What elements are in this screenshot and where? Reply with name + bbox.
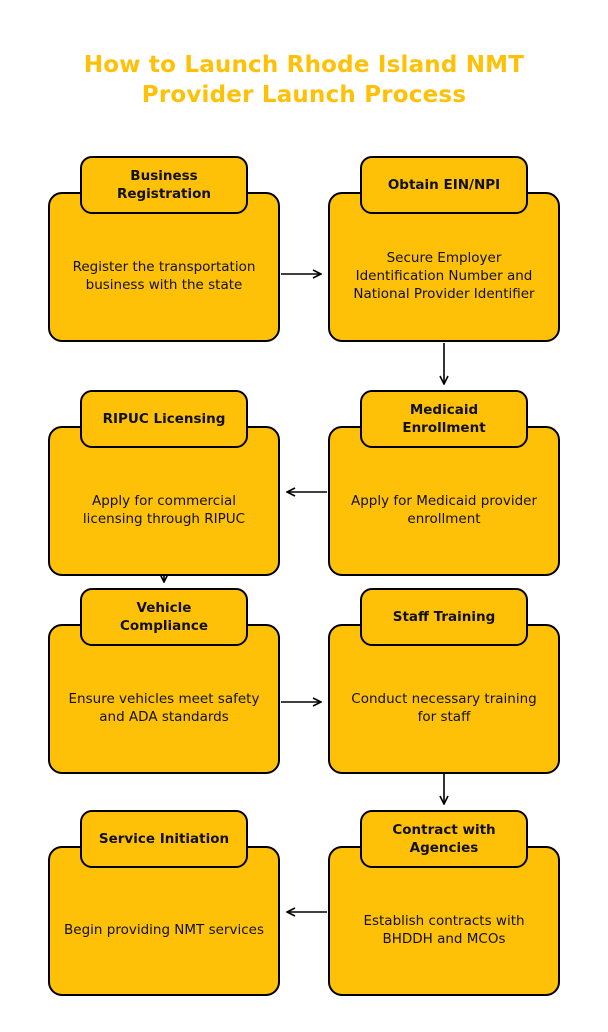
- step-description: Ensure vehicles meet safety and ADA stan…: [68, 691, 260, 725]
- step-service-initiation: Begin providing NMT services: [48, 846, 280, 996]
- step-obtain-ein-npi: Secure Employer Identification Number an…: [328, 192, 560, 342]
- step-description: Apply for Medicaid provider enrollment: [350, 493, 538, 527]
- step-medicaid-enrollment: Apply for Medicaid provider enrollment: [328, 426, 560, 576]
- step-title: Contract with Agencies: [360, 810, 528, 868]
- page-title: How to Launch Rhode Island NMT Provider …: [0, 50, 608, 110]
- step-ripuc-licensing: Apply for commercial licensing through R…: [48, 426, 280, 576]
- step-description: Secure Employer Identification Number an…: [353, 250, 535, 302]
- step-business-registration: Register the transportation business wit…: [48, 192, 280, 342]
- step-title: Service Initiation: [80, 810, 248, 868]
- step-title: Business Registration: [80, 156, 248, 214]
- step-description: Conduct necessary training for staff: [351, 691, 537, 725]
- step-description: Apply for commercial licensing through R…: [82, 493, 246, 527]
- step-title: Vehicle Compliance: [80, 588, 248, 646]
- step-title: Staff Training: [360, 588, 528, 646]
- step-description: Establish contracts with BHDDH and MCOs: [363, 913, 525, 947]
- step-title: Medicaid Enrollment: [360, 390, 528, 448]
- step-contract-with-agencies: Establish contracts with BHDDH and MCOs: [328, 846, 560, 996]
- step-vehicle-compliance: Ensure vehicles meet safety and ADA stan…: [48, 624, 280, 774]
- step-description: Begin providing NMT services: [64, 922, 264, 938]
- step-title: Obtain EIN/NPI: [360, 156, 528, 214]
- step-staff-training: Conduct necessary training for staff: [328, 624, 560, 774]
- title-line-2: Provider Launch Process: [141, 82, 467, 108]
- step-description: Register the transportation business wit…: [72, 259, 256, 293]
- title-line-1: How to Launch Rhode Island NMT: [83, 52, 525, 78]
- step-title: RIPUC Licensing: [80, 390, 248, 448]
